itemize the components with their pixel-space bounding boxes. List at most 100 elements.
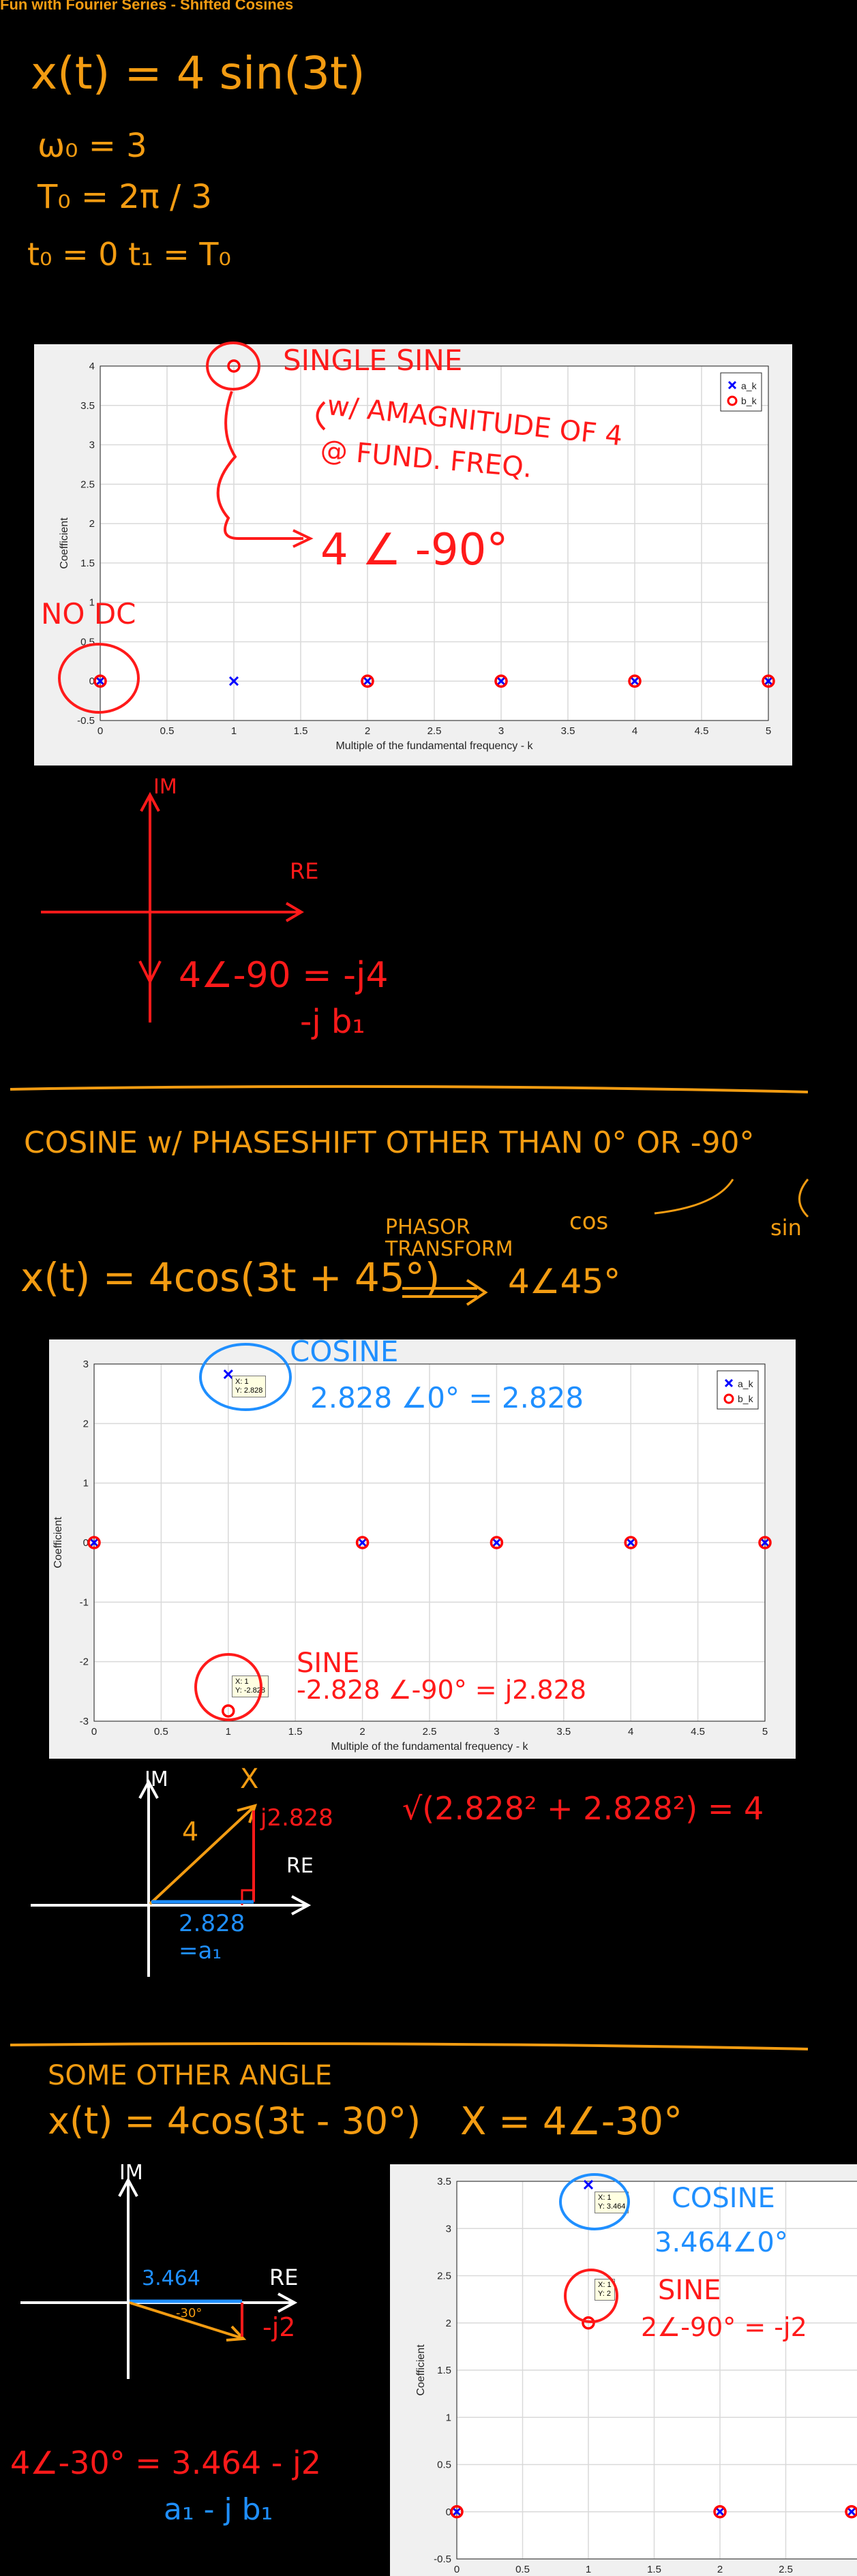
sine-label-2: SINE <box>297 1648 360 1679</box>
data-point-a3 <box>492 1537 502 1548</box>
heading-phaseshift: COSINE w/ PHASESHIFT OTHER THAN 0° OR -9… <box>24 1125 755 1160</box>
plot-border <box>100 365 769 721</box>
datatip-cosine3-x: X: 1 <box>598 2194 612 2202</box>
data-point-a5 <box>760 1537 770 1548</box>
y-tick-label: -0.5 <box>434 2554 451 2565</box>
page-title: Fun with Fourier Series - Shifted Cosine… <box>0 0 294 13</box>
heading-other-angle: SOME OTHER ANGLE <box>48 2060 332 2091</box>
data-point-a5 <box>763 676 774 686</box>
phasor-diagram-2 <box>31 1778 312 1977</box>
cosine-label-2: COSINE <box>290 1335 399 1368</box>
y-tick-label: 1 <box>83 1478 89 1489</box>
x-tick-label: 5 <box>766 725 771 737</box>
x-tick-label: 2 <box>359 1726 365 1738</box>
data-point-b2 <box>355 1536 370 1549</box>
legend-box <box>717 1370 759 1410</box>
legend-label-b: b_k <box>738 1393 754 1404</box>
data-point-a0 <box>89 1537 100 1548</box>
datatip-sine: X: 1 Y: -2.828 <box>232 1676 269 1698</box>
y-tick-label: -0.5 <box>77 715 95 727</box>
datatip-sine-y: Y: -2.828 <box>235 1686 266 1695</box>
data-point-b1 <box>227 359 241 373</box>
x-tick-label: 2.5 <box>423 1726 437 1738</box>
data-point-a4 <box>629 676 640 686</box>
data-point-a2 <box>357 1537 367 1548</box>
data-point-b5 <box>762 674 775 688</box>
x-tick-label: 3 <box>498 725 504 737</box>
omega-label: ω₀ = 3 <box>37 127 147 165</box>
y-tick-label: 2.5 <box>80 479 95 490</box>
limits-label: t₀ = 0 t₁ = T₀ <box>27 236 231 273</box>
cosine-value-2: 2.828 ∠0° = 2.828 <box>310 1381 584 1414</box>
phasor-coeff-1: -j b₁ <box>300 1003 365 1041</box>
datatip-sine-3: X: 1 Y: 2 <box>595 2279 615 2301</box>
phasor-diagram-3 <box>20 2177 298 2379</box>
y-tick-label: 0.5 <box>437 2459 451 2471</box>
datatip-cosine-y: Y: 2.828 <box>235 1387 263 1395</box>
x-tick-label: 0 <box>97 725 103 737</box>
transform-result: 4∠45° <box>508 1262 621 1301</box>
datatip-cosine: X: 1 Y: 2.828 <box>232 1376 267 1398</box>
equation-cos45: x(t) = 4cos(3t + 45°) <box>20 1254 440 1301</box>
equation-sine: x(t) = 4 sin(3t) <box>31 47 365 100</box>
y-tick-label: 2 <box>89 518 95 530</box>
datatip-sine3-x: X: 1 <box>598 2281 612 2289</box>
transform-label: PHASOR TRANSFORM <box>385 1215 513 1261</box>
x-tick-label: 1 <box>226 1726 231 1738</box>
data-point-a2 <box>362 676 373 686</box>
x-tick-label: 0 <box>454 2564 460 2575</box>
im-label-3: IM <box>119 2161 143 2185</box>
phasor-diagram-1 <box>41 791 304 1022</box>
x-tick-label: 1 <box>586 2564 591 2575</box>
y-tick-label: 1.5 <box>80 558 95 569</box>
legend-label-a: a_k <box>741 380 757 391</box>
phasor-a1: =a₁ <box>179 1937 222 1965</box>
datatip-sine3-y: Y: 2 <box>598 2290 611 2299</box>
legend-label-a: a_k <box>738 1378 754 1389</box>
phasor-real-2: 2.828 <box>179 1910 245 1937</box>
x-tick-label: 0 <box>91 1726 97 1738</box>
chart-1-annotations <box>58 342 326 714</box>
data-point-b4 <box>628 674 642 688</box>
phasor-magnitude: 4 <box>182 1817 199 1847</box>
heading-arrows <box>654 1179 809 1218</box>
data-point-b3 <box>494 674 508 688</box>
data-point-a0 <box>95 676 106 686</box>
separator-1 <box>10 1085 809 1093</box>
x-tick-label: 0.5 <box>154 1726 168 1738</box>
conversion-coeffs: a₁ - j b₁ <box>164 2492 273 2527</box>
x-tick-label: 2.5 <box>427 725 442 737</box>
legend-marker-a <box>724 1378 734 1388</box>
ann-single-sine: SINGLE SINE <box>283 344 463 377</box>
sine-value-2: -2.828 ∠-90° = j2.828 <box>297 1675 587 1705</box>
phasor-imag-3: -j2 <box>262 2312 296 2342</box>
plot-border <box>456 2181 857 2560</box>
legend-label-b: b_k <box>741 395 757 406</box>
phasor-value-1: 4∠-90 = -j4 <box>179 955 389 996</box>
datatip-cosine3-y: Y: 3.464 <box>598 2202 626 2211</box>
y-tick-label: 1 <box>89 597 95 609</box>
x-tick-label: 2 <box>365 725 370 737</box>
chart-3-annotations <box>559 2173 630 2323</box>
y-tick-label: 3.5 <box>80 400 95 412</box>
phasor-imag-2: j2.828 <box>260 1804 333 1832</box>
transform-arrow <box>402 1279 488 1306</box>
conversion-equation: 4∠-30° = 3.464 - j2 <box>10 2444 322 2481</box>
re-label-2: RE <box>286 1854 314 1878</box>
cosine-label-3: COSINE <box>672 2183 775 2214</box>
legend-marker-b <box>727 395 738 406</box>
y-axis-label: Coefficient <box>59 517 70 569</box>
period-label: T₀ = 2π / 3 <box>37 178 212 216</box>
phasor-x-label: X <box>240 1763 259 1795</box>
y-tick-label: 2 <box>83 1418 89 1429</box>
data-point-b2 <box>361 674 374 688</box>
chart-3: 00.511.522.5-0.500.511.522.533.5Multiple… <box>390 2164 857 2576</box>
cos-label: cos <box>569 1208 609 1235</box>
chart-2-annotations <box>194 1343 292 1721</box>
separator-2 <box>10 2042 809 2050</box>
data-point-b0 <box>87 1536 101 1549</box>
y-tick-label: 3.5 <box>437 2176 451 2187</box>
y-tick-label: -2 <box>80 1656 89 1668</box>
datatip-cosine-3: X: 1 Y: 3.464 <box>595 2192 629 2214</box>
